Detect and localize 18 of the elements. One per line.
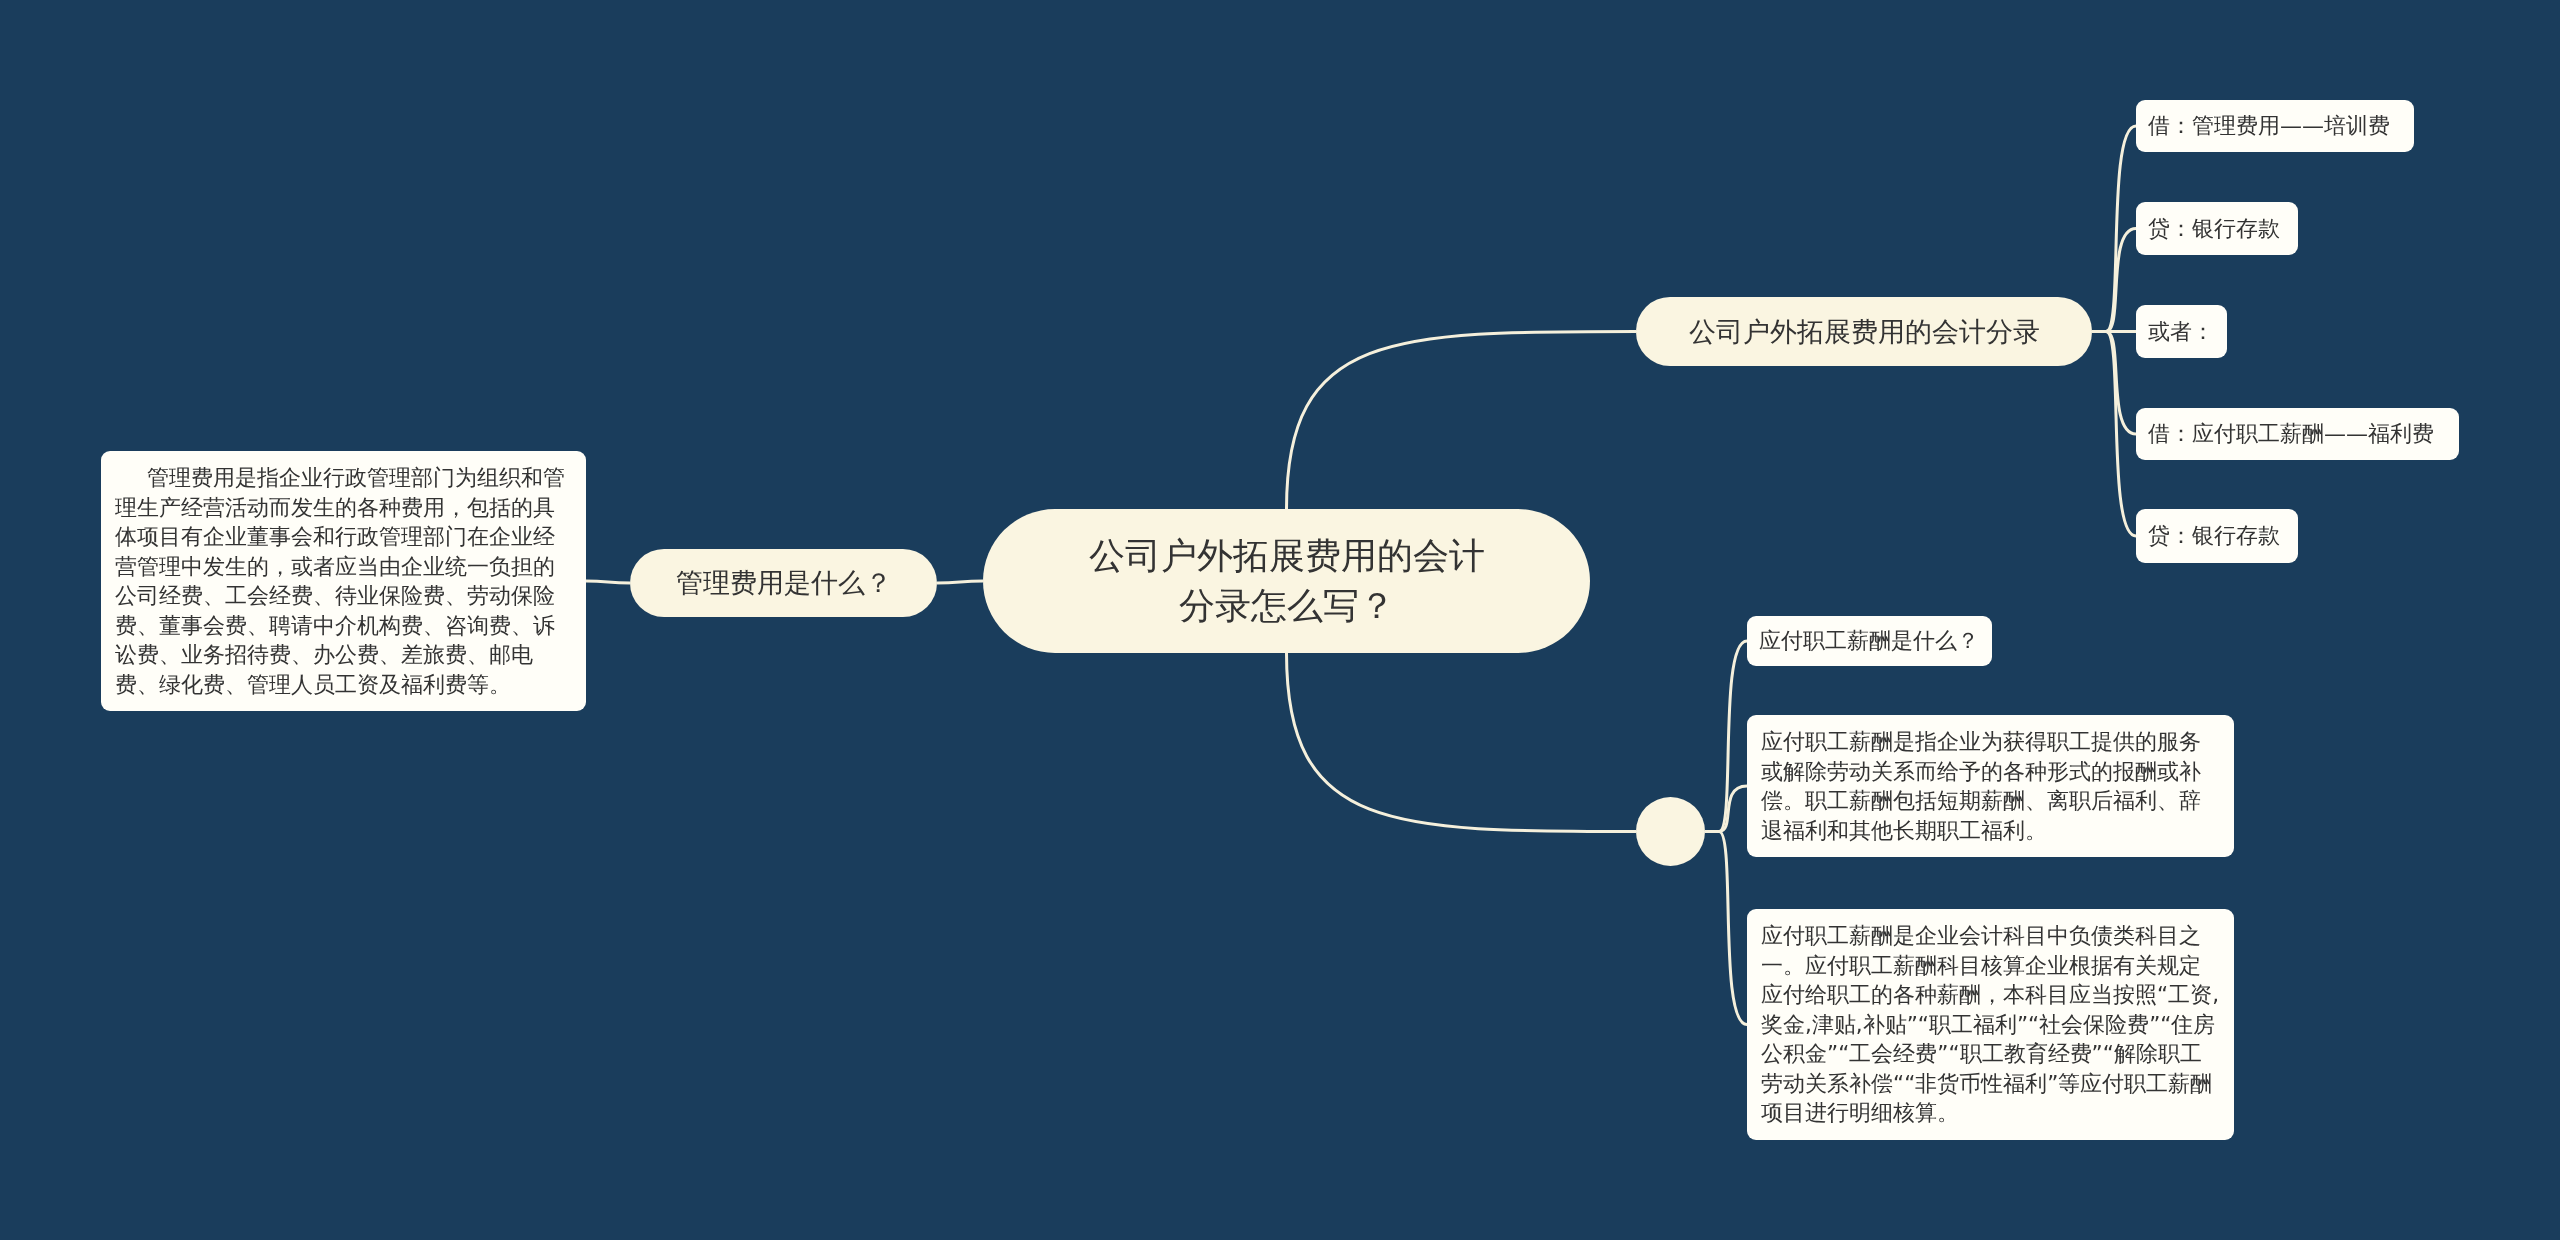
topic-box: 管理费用是什么？ — [630, 549, 937, 617]
connector-line — [937, 579, 983, 585]
connector-line — [1285, 652, 1636, 833]
text-box: 应付职工薪酬是什么？ — [1747, 616, 1992, 666]
central-topic: 公司户外拓展费用的会计分录怎么写？ — [983, 509, 1590, 653]
text-box: 贷：银行存款 — [2136, 202, 2298, 255]
text-box: 借：管理费用——培训费 — [2136, 100, 2414, 152]
text-box: 管理费用是指企业行政管理部门为组织和管理生产经营活动而发生的各种费用，包括的具体项目有企业董事会和行政管理部门在企业经营管理中发生的，或者应当由企业统一负担的公司经费、工会经费、待业保险费、劳动保险费、董事会费、聘请中介机构费、咨询费、诉讼费、业务招待费、办公费、差旅费、邮电费、绿化费、管理人员工资及福利费等。 — [101, 451, 586, 711]
text-box: 应付职工薪酬是企业会计科目中负债类科目之一。应付职工薪酬科目核算企业根据有关规定应付给职工的各种薪酬，本科目应当按照“工资,奖金,津贴,补贴”“职工福利”“社会保险费”“住房公积金”“工会经费”“职工教育经费”“解除职工劳动关系补偿““非货币性福利”等应付职工薪酬项目进行明细核算。 — [1747, 909, 2234, 1140]
text-box: 或者： — [2136, 305, 2227, 358]
text-box: 贷：银行存款 — [2136, 509, 2298, 563]
connector-line — [2092, 330, 2137, 538]
connector-line — [1285, 330, 1636, 510]
connector-line — [1705, 830, 1748, 1026]
text-box: 借：应付职工薪酬——福利费 — [2136, 408, 2459, 460]
text-box: 应付职工薪酬是指企业为获得职工提供的服务或解除劳动关系而给予的各种形式的报酬或补偿。职工薪酬包括短期薪酬、离职后福利、辞退福利和其他长期职工福利。 — [1747, 715, 2234, 857]
connector-line — [586, 579, 630, 585]
topic-box: 公司户外拓展费用的会计分录 — [1636, 297, 2092, 366]
